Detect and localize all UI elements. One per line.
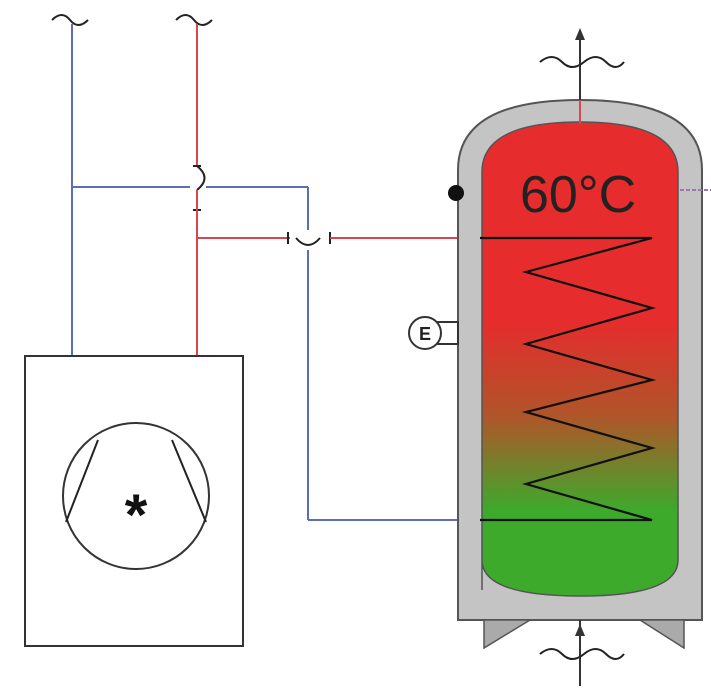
- tank-foot-left: [483, 619, 533, 650]
- temperature-sensor-dot: [448, 185, 464, 201]
- tank-top-arrow-icon: [575, 28, 585, 40]
- compressor-right-blade: [171, 439, 207, 523]
- compressor-circle: [62, 422, 210, 570]
- tank-foot-right: [637, 619, 685, 650]
- hot-line-crossover: [193, 165, 206, 211]
- heat-pump-unit: *: [24, 355, 244, 647]
- storage-tank: 60°C E: [408, 28, 711, 686]
- tank-top-break-symbol: [539, 56, 625, 68]
- break-symbol-cold-top: [51, 14, 89, 26]
- line-break-symbols-top: [51, 14, 213, 26]
- tank-bottom-break-symbol: [539, 648, 625, 660]
- tank-bottom-arrow-icon: [575, 624, 585, 636]
- compressor-symbol: *: [125, 483, 148, 548]
- heat-pump-housing: [24, 355, 244, 647]
- pipe-network: [71, 24, 480, 521]
- heat-exchanger-coil: [480, 236, 657, 522]
- compressor-left-blade: [65, 439, 99, 523]
- break-symbol-hot-top: [175, 14, 213, 26]
- hot-crossover-bridge: [287, 232, 331, 246]
- electric-heater-element: E: [408, 316, 459, 350]
- heater-circle: [408, 316, 442, 350]
- tank-temperature-label: 60°C: [520, 166, 636, 224]
- heater-label: E: [419, 324, 431, 344]
